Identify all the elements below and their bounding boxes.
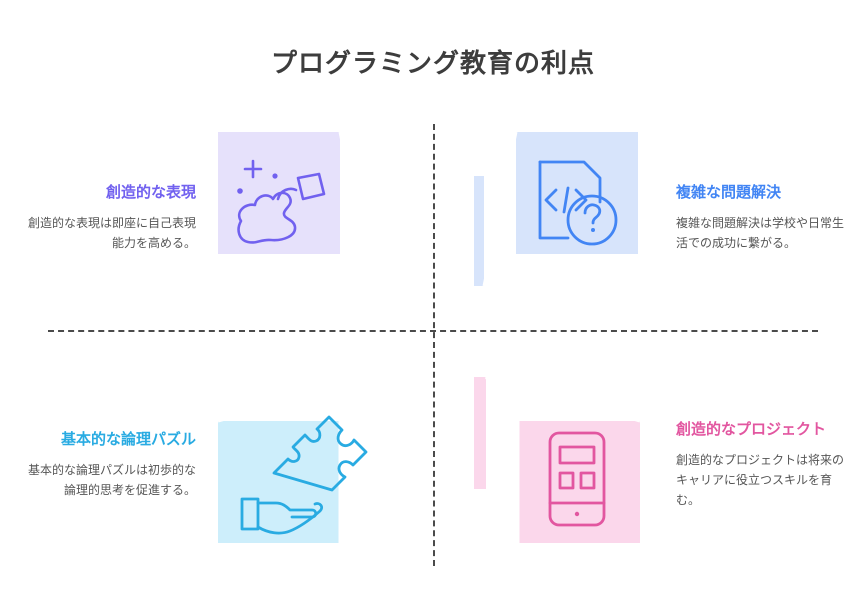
card-text-block: 基本的な論理パズル 基本的な論理パズルは初歩的な論理的思考を促進する。 — [18, 429, 204, 500]
card-description: 創造的なプロジェクトは将来のキャリアに役立つスキルを育む。 — [676, 453, 845, 507]
card-text-block: 創造的なプロジェクト 創造的なプロジェクトは将来のキャリアに役立つスキルを育む。 — [662, 419, 848, 510]
card-description: 複雑な問題解決は学校や日常生活での成功に繋がる。 — [676, 216, 845, 250]
card-heading: 創造的な表現 — [105, 184, 196, 202]
vertical-divider — [433, 124, 435, 566]
card-illustration — [462, 118, 662, 318]
card-text-block: 複雑な問題解決 複雑な問題解決は学校や日常生活での成功に繋がる。 — [662, 182, 848, 253]
card-text-block: 創造的な表現 創造的な表現は即座に自己表現能力を高める。 — [18, 182, 204, 253]
card-illustration — [204, 118, 404, 318]
card-complex-problem-solving: 複雑な問題解決 複雑な問題解決は学校や日常生活での成功に繋がる。 — [448, 118, 848, 318]
card-illustration — [204, 360, 404, 570]
hand-puzzle-piece-icon — [217, 375, 376, 543]
smartphone-icon — [474, 375, 641, 543]
card-creative-projects: 創造的なプロジェクト 創造的なプロジェクトは将来のキャリアに役立つスキルを育む。 — [448, 360, 848, 570]
card-basic-logic-puzzles: 基本的な論理パズル 基本的な論理パズルは初歩的な論理的思考を促進する。 — [18, 360, 418, 570]
card-description: 基本的な論理パズルは初歩的な論理的思考を促進する。 — [27, 463, 196, 497]
code-file-question-icon — [474, 131, 638, 288]
card-illustration — [462, 360, 662, 570]
card-description: 創造的な表現は即座に自己表現能力を高める。 — [27, 216, 196, 250]
page-title: プログラミング教育の利点 — [270, 48, 595, 78]
card-heading: 複雑な問題解決 — [676, 184, 782, 202]
card-creative-expression: 創造的な表現 創造的な表現は即座に自己表現能力を高める。 — [18, 118, 418, 318]
card-heading: 基本的な論理パズル — [60, 431, 196, 449]
card-heading: 創造的なプロジェクト — [676, 421, 827, 439]
paint-blob-icon — [218, 131, 374, 288]
